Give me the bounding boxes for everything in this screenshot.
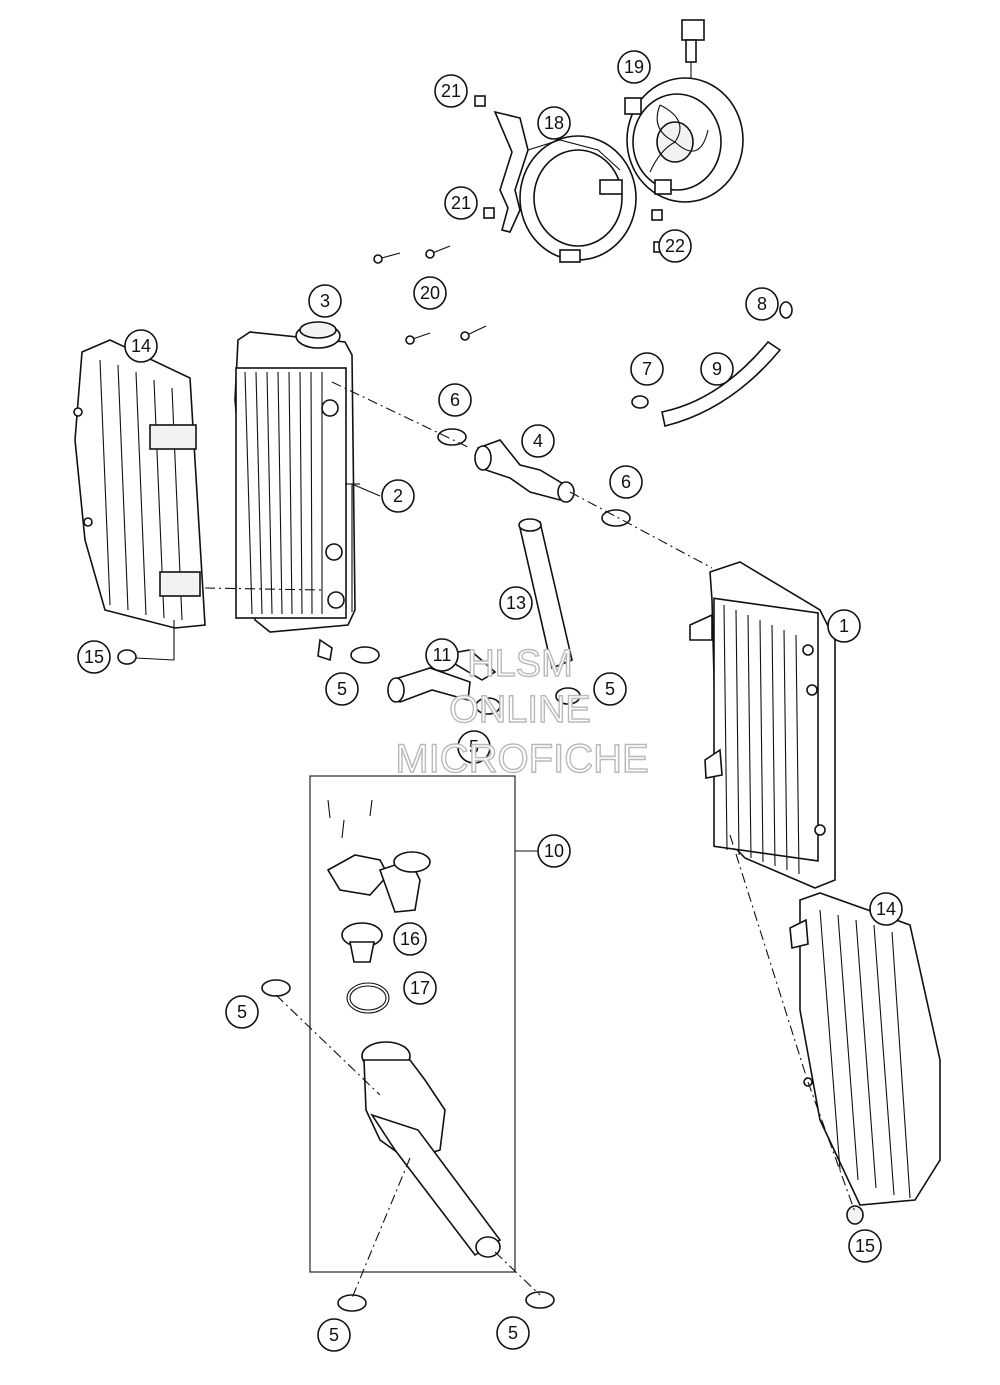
svg-text:2: 2 <box>393 486 403 506</box>
svg-text:ONLINE: ONLINE <box>449 689 590 731</box>
svg-text:6: 6 <box>621 472 631 492</box>
callout-14-a: 14 <box>124 329 158 363</box>
callout-13: 13 <box>499 586 533 620</box>
svg-text:5: 5 <box>605 679 615 699</box>
svg-text:4: 4 <box>533 431 543 451</box>
callout-10: 10 <box>537 834 571 868</box>
callout-5-b: 5 <box>593 672 627 706</box>
left-radiator-guard <box>73 339 206 629</box>
callout-20: 20 <box>413 276 447 310</box>
callout-1: 1 <box>827 609 861 643</box>
callout-22: 22 <box>658 229 692 263</box>
svg-text:5: 5 <box>337 679 347 699</box>
svg-text:17: 17 <box>410 978 430 998</box>
callout-17: 17 <box>403 971 437 1005</box>
svg-text:5: 5 <box>237 1002 247 1022</box>
clamps-6 <box>437 428 631 527</box>
svg-text:15: 15 <box>855 1236 875 1256</box>
svg-text:14: 14 <box>131 336 151 356</box>
svg-text:HLSM: HLSM <box>467 643 573 685</box>
callout-2: 2 <box>381 479 415 513</box>
svg-text:21: 21 <box>441 81 461 101</box>
callout-21-b: 21 <box>444 186 478 220</box>
svg-text:16: 16 <box>400 929 420 949</box>
watermark: HLSM ONLINE MICROFICHE <box>395 642 650 781</box>
svg-text:14: 14 <box>876 899 896 919</box>
callout-14-b: 14 <box>869 892 903 926</box>
overflow-hose <box>631 301 793 427</box>
callout-5-d: 5 <box>225 995 259 1029</box>
svg-text:7: 7 <box>642 359 652 379</box>
callout-15-a: 15 <box>77 640 111 674</box>
bottom-clamps <box>261 979 555 1312</box>
callout-11: 11 <box>425 638 459 672</box>
callout-6-a: 6 <box>438 383 472 417</box>
svg-text:9: 9 <box>712 359 722 379</box>
svg-text:21: 21 <box>451 193 471 213</box>
right-radiator-guard <box>789 892 941 1206</box>
callout-5-e: 5 <box>317 1318 351 1352</box>
connector-pipe <box>474 439 575 503</box>
radiator-cap <box>299 321 337 339</box>
callout-18: 18 <box>537 106 571 140</box>
svg-text:10: 10 <box>544 841 564 861</box>
callout-8: 8 <box>745 287 779 321</box>
callout-5-c: 5 <box>457 730 491 764</box>
callout-15-b: 15 <box>848 1229 882 1263</box>
callout-6-b: 6 <box>609 465 643 499</box>
callout-leaders <box>345 483 381 612</box>
callout-21-a: 21 <box>434 74 468 108</box>
callout-16: 16 <box>393 922 427 956</box>
svg-text:8: 8 <box>757 294 767 314</box>
callout-3: 3 <box>308 284 342 318</box>
callout-5-a: 5 <box>325 672 359 706</box>
bolts-15 <box>117 649 864 1225</box>
svg-text:5: 5 <box>329 1325 339 1345</box>
svg-text:6: 6 <box>450 390 460 410</box>
callout-19: 19 <box>617 50 651 84</box>
fan-bracket <box>493 110 637 263</box>
svg-text:18: 18 <box>544 113 564 133</box>
svg-text:5: 5 <box>469 737 479 757</box>
svg-text:20: 20 <box>420 283 440 303</box>
right-radiator <box>689 561 836 889</box>
svg-text:MICROFICHE: MICROFICHE <box>395 737 648 781</box>
callout-4: 4 <box>521 424 555 458</box>
callout-9: 9 <box>700 352 734 386</box>
hose-13 <box>518 518 573 670</box>
thermostat-kit-box <box>309 775 538 1273</box>
callout-7: 7 <box>630 352 664 386</box>
svg-text:5: 5 <box>508 1323 518 1343</box>
svg-text:13: 13 <box>506 593 526 613</box>
svg-text:15: 15 <box>84 647 104 667</box>
left-radiator <box>234 323 356 662</box>
svg-text:1: 1 <box>839 616 849 636</box>
svg-text:3: 3 <box>320 291 330 311</box>
assembly-lines <box>173 381 856 1299</box>
svg-text:22: 22 <box>665 236 685 256</box>
svg-text:19: 19 <box>624 57 644 77</box>
cooling-fan <box>624 19 744 203</box>
callout-5-f: 5 <box>496 1316 530 1350</box>
svg-text:11: 11 <box>433 645 452 665</box>
